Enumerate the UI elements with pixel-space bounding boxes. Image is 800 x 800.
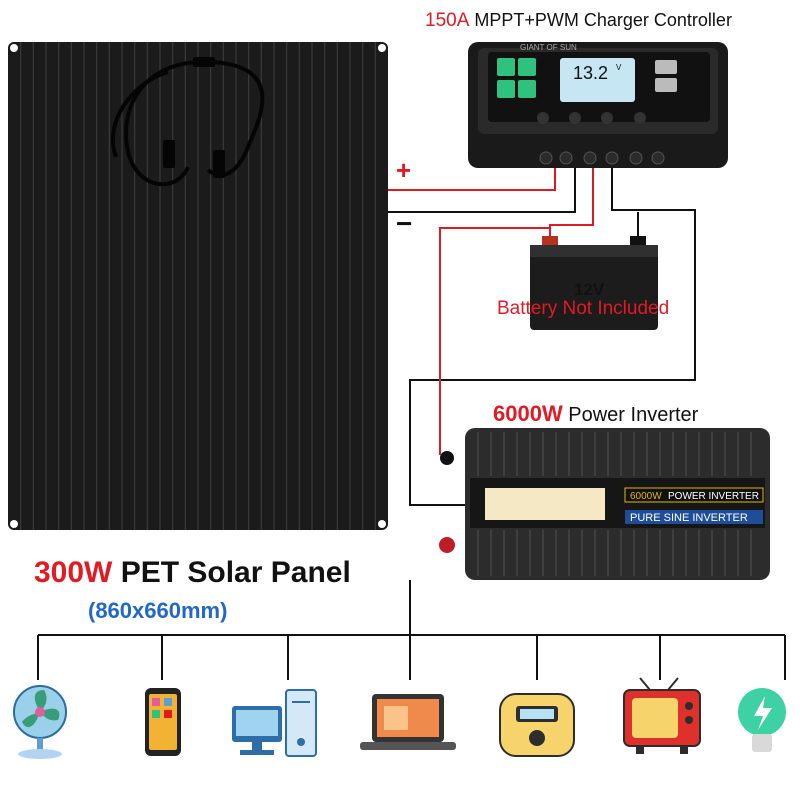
battery-wire-negative <box>409 162 696 506</box>
solar-panel <box>8 42 388 530</box>
output-bus <box>37 580 786 680</box>
inverter-wire-positive <box>439 227 550 455</box>
battery-voltage: 12V <box>574 280 605 299</box>
panel-wire-positive <box>388 162 556 191</box>
panel-title-rest: PET Solar Panel <box>112 556 351 589</box>
panel-title: 300W PET Solar Panel <box>34 556 351 590</box>
battery <box>530 236 658 330</box>
tv-icon <box>623 677 701 754</box>
inverter-title: 6000W Power Inverter <box>493 401 698 427</box>
inverter-badge-sub: PURE SINE INVERTER <box>630 512 748 524</box>
positive-wire-label: + <box>396 155 412 185</box>
bulb-icon <box>738 688 786 752</box>
controller-rating: 150A <box>425 10 470 31</box>
inverter-badge-rating: 6000W <box>630 491 662 502</box>
power-inverter: 6000W POWER INVERTER PURE SINE INVERTER <box>439 428 770 580</box>
controller-display-unit: V <box>616 63 622 72</box>
negative-wire-label: − <box>396 208 413 239</box>
panel-wire-negative <box>388 162 576 213</box>
controller-display-value: 13.2 <box>573 63 608 83</box>
controller-title-rest: MPPT+PWM Charger Controller <box>469 10 732 30</box>
laptop-icon <box>360 694 456 750</box>
charge-controller: GIANT OF SUN 13.2 V <box>468 42 728 168</box>
controller-title: 150A MPPT+PWM Charger Controller <box>425 10 732 32</box>
inverter-rating: 6000W <box>493 401 563 426</box>
battery-wire-positive <box>549 162 594 240</box>
inverter-title-rest: Power Inverter <box>562 404 699 426</box>
rice-cooker-icon <box>499 693 575 757</box>
inverter-badge-text: POWER INVERTER <box>668 491 759 502</box>
computer-icon <box>232 689 317 757</box>
panel-size: (860x660mm) <box>88 598 228 623</box>
battery-note: Battery Not Included <box>497 298 670 319</box>
panel-rating: 300W <box>34 556 113 589</box>
fan-icon <box>13 685 67 759</box>
controller-brand: GIANT OF SUN <box>520 43 577 52</box>
solar-panel-cells <box>10 42 386 530</box>
phone-icon <box>145 688 181 756</box>
